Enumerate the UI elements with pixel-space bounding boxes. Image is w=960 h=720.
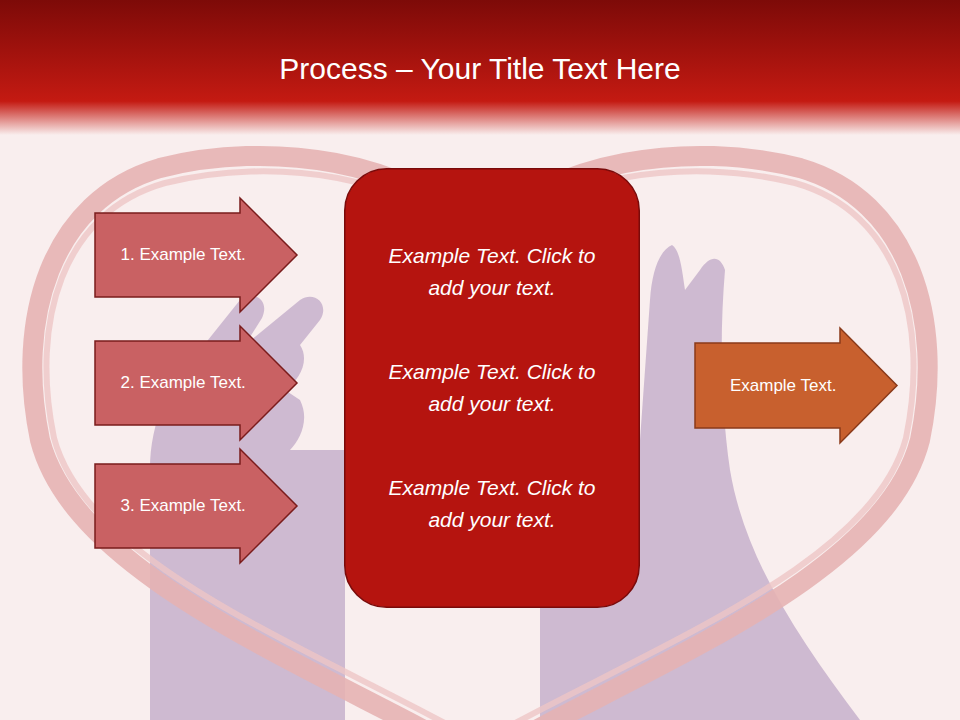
slide-title: Process – Your Title Text Here [0,52,960,86]
arrow-box: 3. Example Text. [95,449,297,563]
arrow-outline [95,326,297,440]
rounded-box-shape [344,168,640,608]
node-text: Example Text. [730,376,836,396]
node-text: 3. Example Text. [120,496,245,516]
header-bar [0,0,960,135]
node-text: 1. Example Text. [120,245,245,265]
rounded-box-outline [345,169,640,608]
node-text: Example Text. Click to add your text. [344,240,640,304]
arrow-box: 2. Example Text. [95,326,297,440]
arrow-box: Example Text. [695,328,897,443]
arrow-outline [95,198,297,312]
heart-outline [32,156,927,720]
arrow-box: 1. Example Text. [95,198,297,312]
node-text: 2. Example Text. [120,373,245,393]
arrow-outline [695,328,897,443]
node-text: Example Text. Click to add your text. [344,356,640,420]
node-text: Example Text. Click to add your text. [344,472,640,536]
arrow-outline [95,449,297,563]
content-box: Example Text. Click to add your text. Exa… [344,168,640,608]
